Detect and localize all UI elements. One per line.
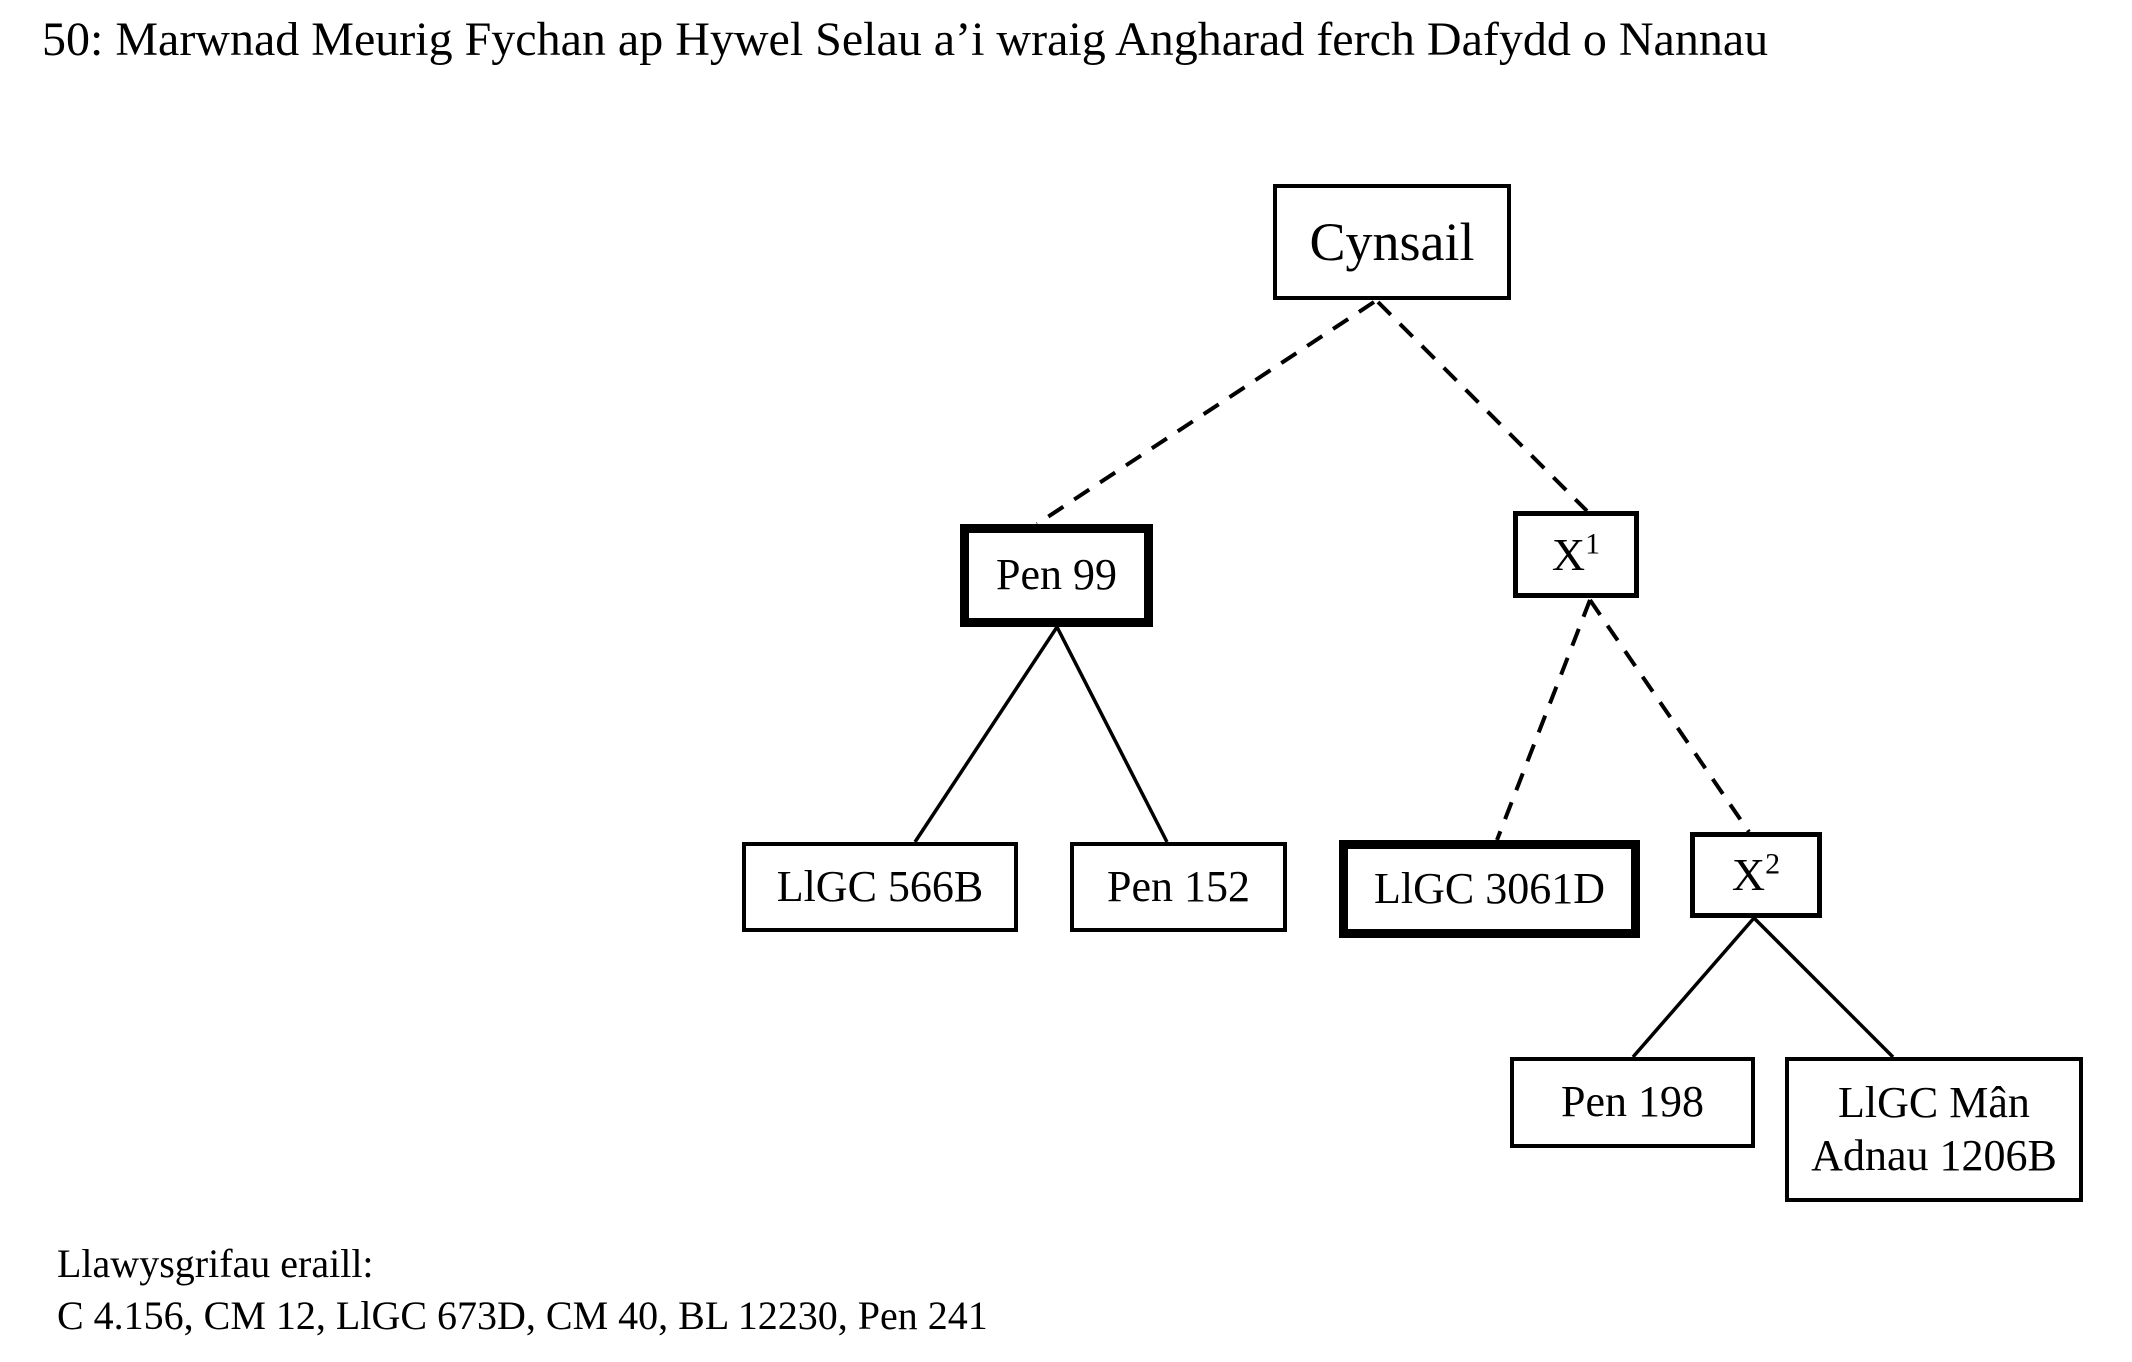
node-llgc566b-label: LlGC 566B bbox=[776, 861, 984, 911]
page-title: 50: Marwnad Meurig Fychan ap Hywel Selau… bbox=[42, 13, 1769, 66]
edge-x2-llgcman bbox=[1752, 916, 1895, 1059]
edge-pen99-llgc566b bbox=[913, 626, 1059, 843]
node-x2: X2 bbox=[1690, 832, 1822, 918]
node-llgc566b: LlGC 566B bbox=[742, 842, 1018, 932]
edge-x1-x2 bbox=[1588, 598, 1751, 834]
other-manuscripts-list: C 4.156, CM 12, LlGC 673D, CM 40, BL 122… bbox=[57, 1293, 988, 1338]
node-llgc3061d-label: LlGC 3061D bbox=[1374, 863, 1605, 913]
edge-x2-pen198 bbox=[1631, 916, 1756, 1059]
node-pen152: Pen 152 bbox=[1070, 842, 1287, 932]
node-x1-label: X1 bbox=[1552, 527, 1600, 582]
node-x1-base: X bbox=[1551, 528, 1586, 580]
other-manuscripts-note: Llawysgrifau eraill: C 4.156, CM 12, LlG… bbox=[57, 1238, 988, 1342]
node-pen198: Pen 198 bbox=[1510, 1057, 1755, 1148]
node-x1: X1 bbox=[1513, 511, 1639, 598]
node-x2-base: X bbox=[1731, 849, 1766, 901]
other-manuscripts-heading: Llawysgrifau eraill: bbox=[57, 1241, 374, 1286]
node-cynsail-label: Cynsail bbox=[1309, 211, 1475, 272]
node-llgc-man-adnau-line1: LlGC Mân bbox=[1838, 1077, 2030, 1127]
edge-cynsail-x1 bbox=[1376, 300, 1589, 513]
node-cynsail: Cynsail bbox=[1273, 184, 1511, 300]
node-llgc-man-adnau-line2: Adnau 1206B bbox=[1811, 1130, 2057, 1180]
node-pen99-label: Pen 99 bbox=[996, 550, 1117, 600]
node-pen152-label: Pen 152 bbox=[1107, 861, 1250, 911]
node-llgc3061d: LlGC 3061D bbox=[1339, 840, 1640, 938]
node-pen198-label: Pen 198 bbox=[1561, 1077, 1704, 1127]
node-x2-label: X2 bbox=[1732, 847, 1780, 902]
node-llgc-man-adnau: LlGC Mân Adnau 1206B bbox=[1785, 1057, 2083, 1202]
edge-x1-llgc3061d bbox=[1495, 599, 1592, 841]
node-pen99: Pen 99 bbox=[960, 524, 1153, 627]
edge-cynsail-pen99 bbox=[1035, 300, 1376, 526]
node-x1-superscript: 1 bbox=[1585, 527, 1601, 561]
node-x2-superscript: 2 bbox=[1765, 848, 1781, 882]
edge-pen99-pen152 bbox=[1055, 626, 1169, 843]
